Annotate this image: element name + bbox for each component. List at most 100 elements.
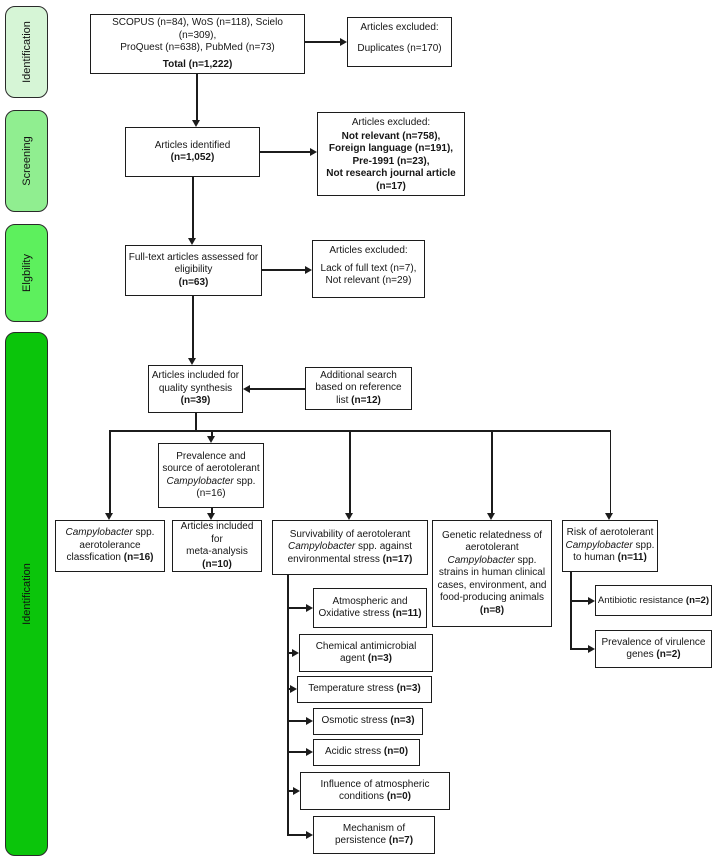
prevalence-count: (n=16) [196, 488, 226, 499]
prevalence-line2: source of aerotolerant [162, 463, 260, 474]
box-survivability: Survivability of aerotolerant Campylobac… [272, 520, 428, 575]
arrow-down-icon [487, 513, 495, 520]
excluded-reason: Not research journal article [326, 168, 456, 179]
connector-line [196, 74, 198, 120]
arrow-right-icon [306, 748, 313, 756]
arrow-down-icon [188, 238, 196, 245]
box-stress-osmotic: Osmotic stress (n=3) [313, 708, 423, 735]
stress-line2: persistence (n=7) [334, 835, 414, 846]
additional-line1: Additional search [320, 369, 397, 381]
cat4-line2: aerotolerant [465, 542, 519, 554]
stress-line1: Mechanism of [342, 822, 406, 834]
box-stress-chemical: Chemical antimicrobial agent (n=3) [299, 634, 433, 672]
box-database-search: SCOPUS (n=84), WoS (n=118), Scielo (n=30… [90, 14, 305, 74]
arrow-down-icon [207, 436, 215, 443]
arrow-down-icon [105, 513, 113, 520]
arrow-right-icon [588, 645, 595, 653]
antibiotic-text: Antibiotic resistance (n=2) [597, 594, 710, 606]
cat1-line2: aerotolerance [79, 539, 141, 551]
stage-identification: Identification [5, 6, 48, 98]
arrow-right-icon [310, 148, 317, 156]
cat4-line6: food-producing animals [440, 592, 544, 604]
connector-line [262, 269, 305, 271]
box-antibiotic-resistance: Antibiotic resistance (n=2) [595, 585, 712, 616]
identified-line1: Articles identified [154, 139, 231, 151]
excluded-reason: (n=17) [376, 180, 406, 192]
arrow-right-icon [306, 831, 313, 839]
fulltext-count: (n=63) [178, 276, 209, 288]
virulence-line1: Prevalence of virulence [601, 636, 706, 648]
arrow-down-icon [207, 513, 215, 520]
connector-line [570, 572, 572, 649]
prevalence-line1: Prevalence and [176, 450, 246, 462]
stage-eligibility: Elgbility [5, 224, 48, 322]
box-risk-to-human: Risk of aerotolerant Campylobacter spp. … [562, 520, 658, 572]
arrow-right-icon [293, 787, 300, 795]
arrow-down-icon [345, 513, 353, 520]
excluded-reason: Foreign language (n=191), [328, 143, 454, 154]
stress-line2: agent (n=3) [340, 653, 392, 664]
cat5-line3: to human (n=11) [573, 552, 647, 564]
connector-line [287, 575, 289, 836]
box-quality-synthesis: Articles included for quality synthesis … [148, 365, 243, 413]
arrow-right-icon [305, 266, 312, 274]
stress-line1: Chemical antimicrobial [315, 640, 417, 652]
arrow-down-icon [188, 358, 196, 365]
stage-included: Identification [5, 332, 48, 856]
stage-identification-label: Identification [20, 21, 33, 83]
connector-line [211, 430, 213, 436]
excluded-header: Articles excluded: [329, 245, 408, 256]
connector-line [109, 430, 111, 513]
connector-line [305, 41, 340, 43]
quality-line2: quality synthesis [158, 382, 233, 394]
stress-line1: Acidic stress (n=0) [324, 746, 409, 758]
box-fulltext-assessed: Full-text articles assessed for eligibil… [125, 245, 262, 296]
stress-line1: Temperature stress (n=3) [308, 683, 421, 695]
stress-line1: Influence of atmospheric [320, 778, 430, 790]
arrow-left-icon [243, 385, 250, 393]
stress-line2: Oxidative stress (n=11) [318, 608, 422, 619]
stress-line1: Atmospheric and [332, 595, 408, 607]
stage-screening-label: Screening [20, 136, 33, 186]
box-stress-acidic: Acidic stress (n=0) [313, 739, 420, 766]
cat2-count: (n=10) [202, 558, 232, 570]
connector-line [110, 430, 611, 432]
arrow-down-icon [605, 513, 613, 520]
connector-line [570, 600, 588, 602]
cat4-line1: Genetic relatedness of [441, 529, 543, 541]
connector-line [349, 430, 351, 513]
search-total: Total (n=1,222) [162, 58, 233, 70]
cat4-line5: cases, environment, and [437, 579, 547, 591]
stage-included-label: Identification [20, 563, 33, 625]
identified-count: (n=1,052) [170, 152, 215, 163]
connector-line [250, 388, 305, 390]
excluded-reason: Lack of full text (n=7), [320, 262, 417, 274]
stress-line2: conditions (n=0) [339, 791, 411, 802]
box-genetic-relatedness: Genetic relatedness of aerotolerant Camp… [432, 520, 552, 627]
quality-line1: Articles included for [151, 370, 240, 382]
box-stress-atmospheric: Atmospheric and Oxidative stress (n=11) [313, 588, 427, 628]
prevalence-line3: Campylobacter spp. [166, 475, 256, 487]
box-excluded-duplicates: Articles excluded: Duplicates (n=170) [347, 17, 452, 67]
excluded-reason: Pre-1991 (n=23), [352, 155, 430, 167]
excluded-header: Articles excluded: [351, 117, 431, 128]
box-excluded-screening: Articles excluded: Not relevant (n=758),… [317, 112, 465, 196]
arrow-right-icon [306, 604, 313, 612]
excluded-header: Articles excluded: [360, 22, 439, 33]
connector-line [192, 296, 194, 358]
cat4-line3: Campylobacter spp. [447, 554, 537, 566]
arrow-right-icon [290, 685, 297, 693]
box-articles-identified: Articles identified (n=1,052) [125, 127, 260, 177]
box-mechanism-persistence: Mechanism of persistence (n=7) [313, 816, 435, 854]
arrow-right-icon [588, 597, 595, 605]
stage-eligibility-label: Elgbility [20, 254, 33, 292]
cat4-count: (n=8) [479, 604, 505, 616]
arrow-down-icon [192, 120, 200, 127]
box-aerotolerance-classification: Campylobacter spp. aerotolerance classfi… [55, 520, 165, 572]
arrow-right-icon [340, 38, 347, 46]
connector-line [287, 751, 306, 753]
connector-line [287, 790, 293, 792]
cat5-line1: Risk of aerotolerant [566, 527, 654, 539]
connector-line [287, 720, 306, 722]
